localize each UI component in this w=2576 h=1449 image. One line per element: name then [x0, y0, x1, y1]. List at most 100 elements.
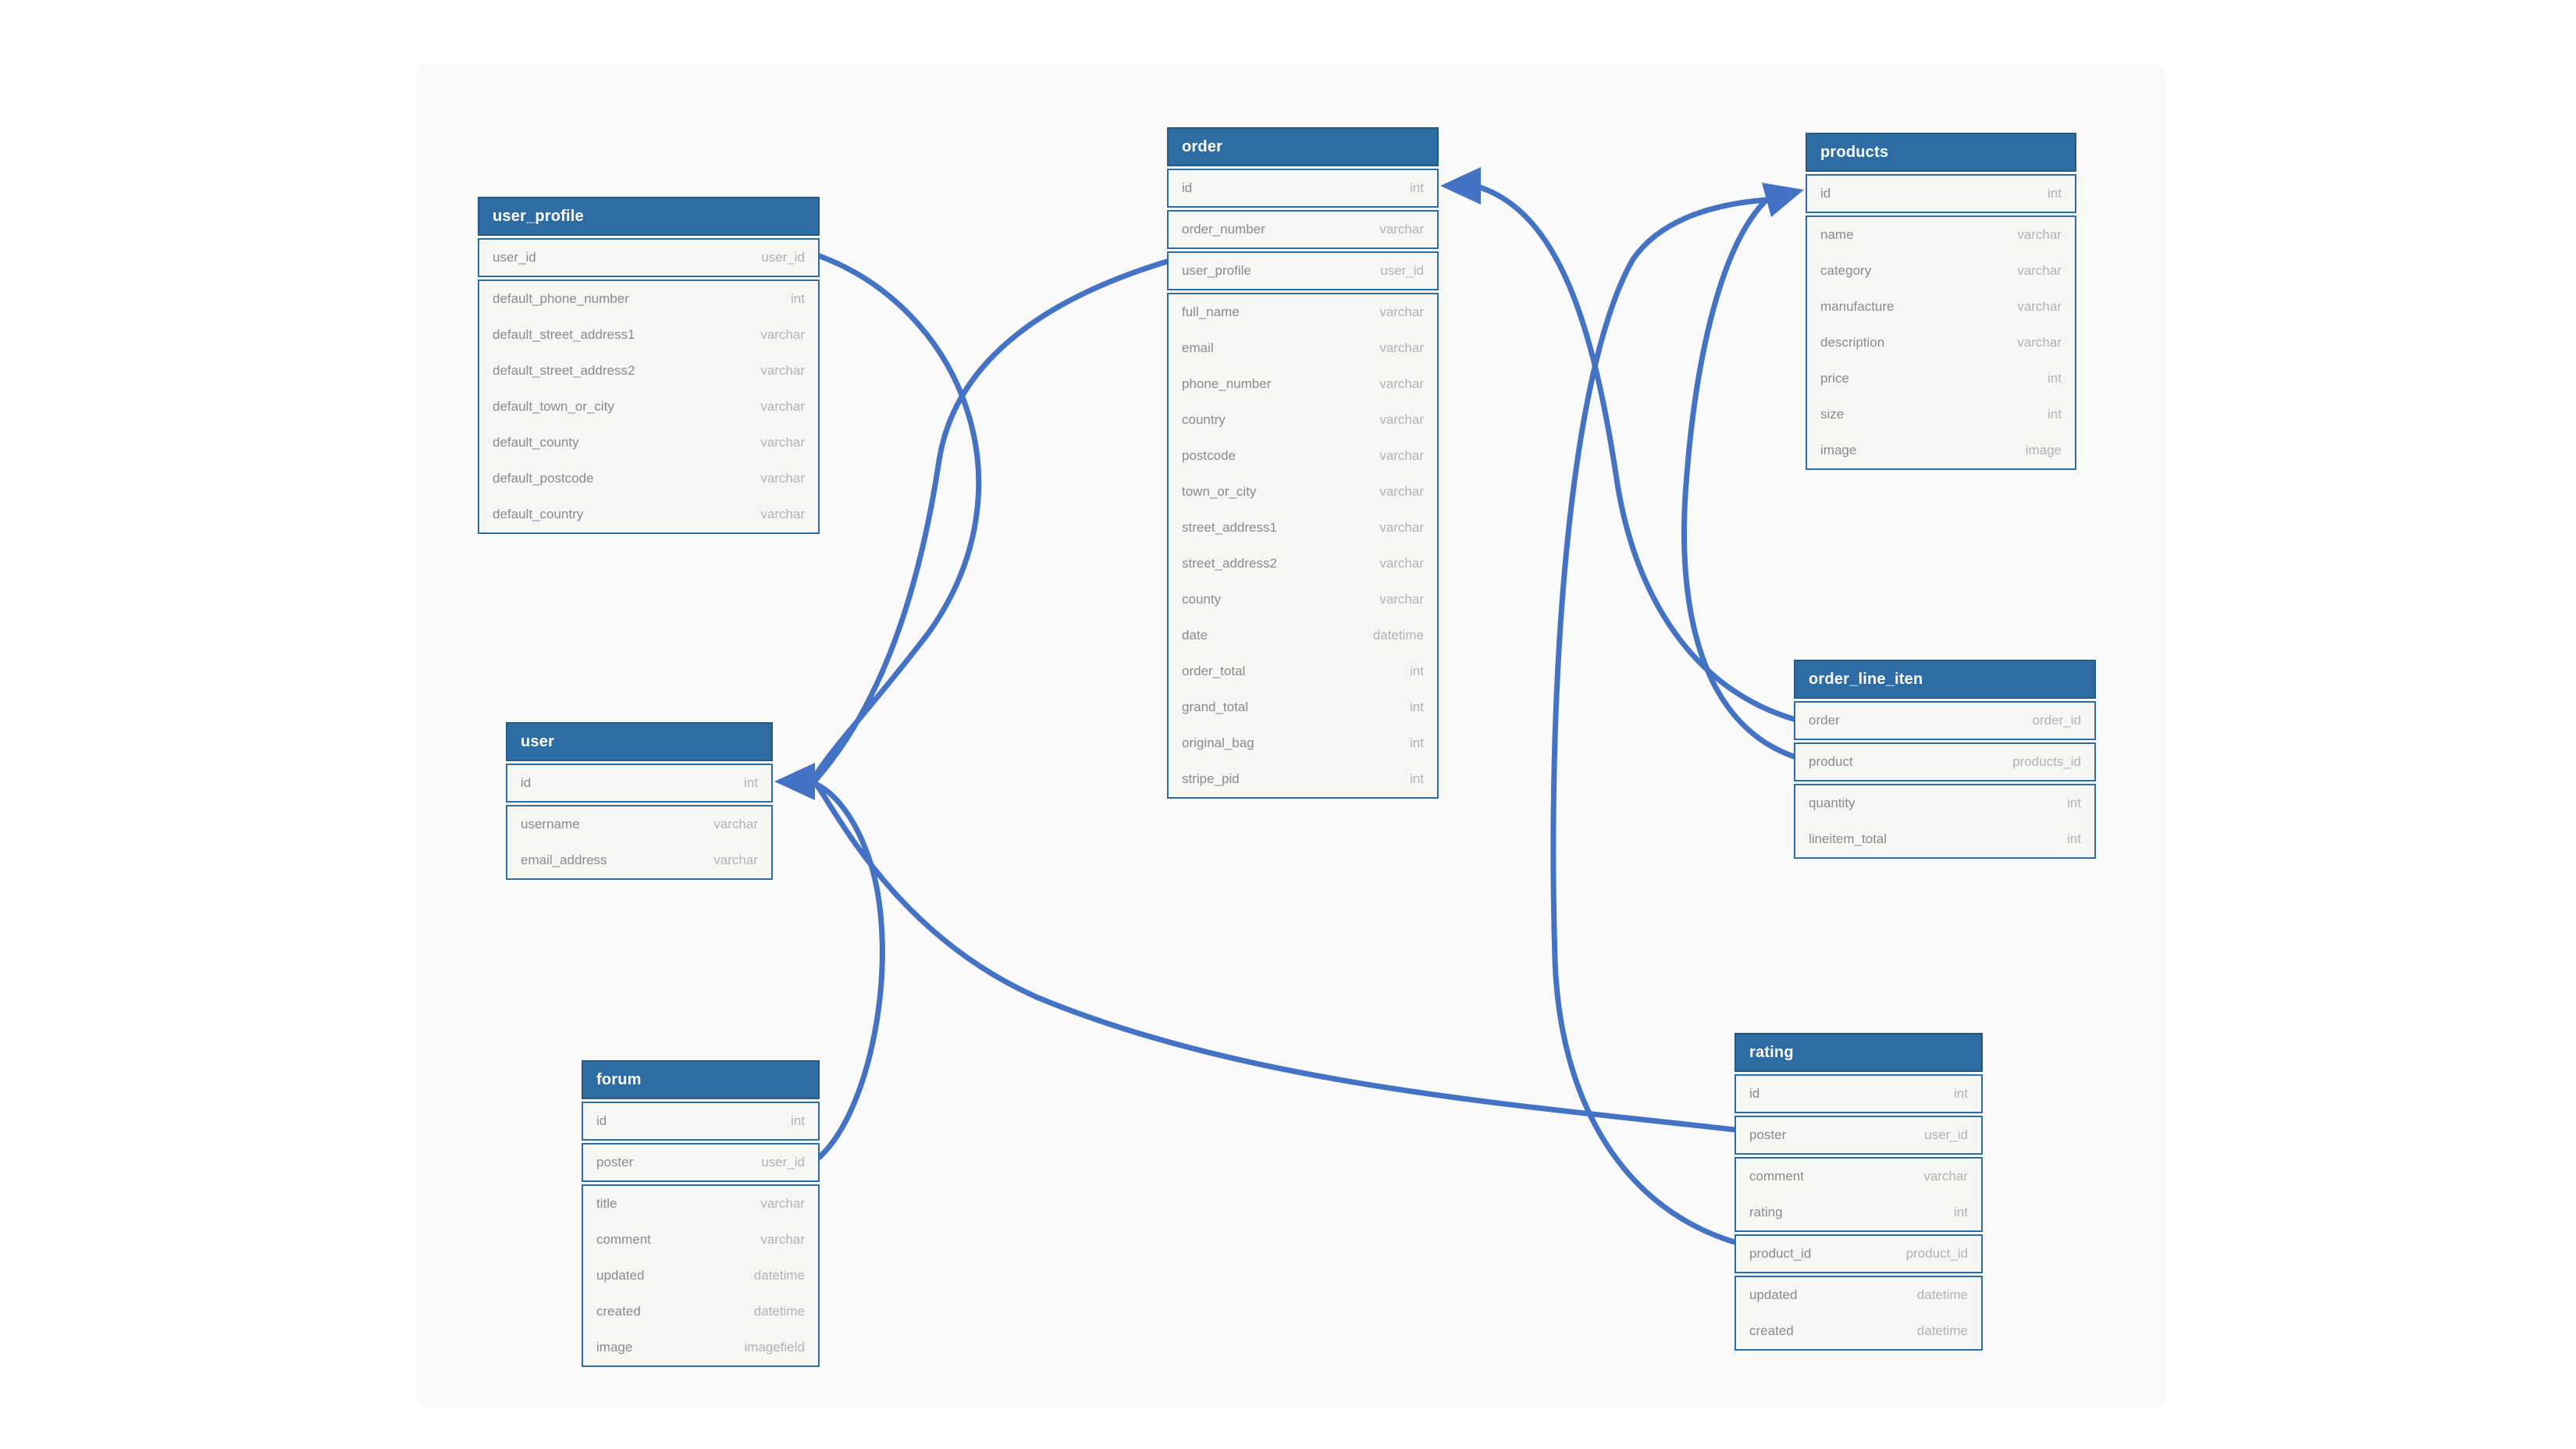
field-name: lineitem_total	[1809, 831, 1888, 846]
field-name: grand_total	[1182, 700, 1249, 714]
field-name: image	[596, 1340, 633, 1355]
field-type: product_id	[1905, 1246, 1968, 1261]
field-type: varchar	[760, 327, 805, 342]
field-type: varchar	[1379, 304, 1424, 319]
field-type: varchar	[1923, 1169, 1968, 1184]
table-header[interactable]: products	[1806, 133, 2076, 172]
field-type: varchar	[1379, 520, 1424, 535]
field-type: user_id	[761, 250, 805, 265]
field-name: user_profile	[1182, 263, 1251, 278]
table-header[interactable]: order	[1167, 127, 1439, 166]
field-row: created datetime	[583, 1294, 818, 1330]
field-name: id	[521, 775, 532, 790]
field-name: updated	[596, 1268, 645, 1283]
field-name: name	[1820, 227, 1854, 242]
field-row: user_profile user_id	[1169, 253, 1437, 289]
field-name: price	[1820, 371, 1849, 386]
field-type: int	[2067, 796, 2081, 810]
field-name: order_total	[1182, 664, 1246, 678]
field-type: int	[2067, 831, 2081, 846]
field-name: order	[1809, 713, 1840, 728]
field-type: order_id	[2032, 713, 2081, 728]
table-header[interactable]: user	[506, 722, 773, 761]
field-type: varchar	[1379, 484, 1424, 499]
table-header[interactable]: order_line_iten	[1794, 660, 2096, 699]
field-name: default_town_or_city	[493, 399, 614, 414]
field-name: created	[596, 1304, 641, 1319]
field-row: updated datetime	[1736, 1277, 1981, 1313]
table-header[interactable]: user_profile	[478, 197, 820, 236]
field-row: price int	[1807, 361, 2075, 397]
field-type: datetime	[1916, 1287, 1968, 1302]
table-header[interactable]: rating	[1735, 1033, 1983, 1072]
field-type: int	[1410, 771, 1424, 786]
field-name: date	[1182, 628, 1208, 643]
field-row: street_address1 varchar	[1169, 510, 1437, 546]
field-type: user_id	[1380, 263, 1424, 278]
field-type: datetime	[753, 1304, 805, 1319]
field-name: default_street_address1	[493, 327, 635, 342]
field-row: full_name varchar	[1169, 294, 1437, 330]
field-name: updated	[1749, 1287, 1798, 1302]
field-type: varchar	[760, 1196, 805, 1211]
table-title: rating	[1749, 1043, 1794, 1061]
field-name: description	[1820, 335, 1885, 350]
field-type: varchar	[713, 853, 758, 867]
field-name: id	[596, 1113, 607, 1128]
field-name: default_postcode	[493, 471, 594, 486]
table-header[interactable]: forum	[582, 1060, 820, 1099]
field-row: order_total int	[1169, 653, 1437, 689]
field-type: int	[1410, 664, 1424, 678]
field-name: street_address1	[1182, 520, 1277, 535]
field-name: comment	[1749, 1169, 1804, 1184]
field-type: varchar	[713, 817, 758, 831]
field-name: full_name	[1182, 304, 1240, 319]
field-type: varchar	[1379, 222, 1424, 237]
field-type: int	[2048, 371, 2062, 386]
